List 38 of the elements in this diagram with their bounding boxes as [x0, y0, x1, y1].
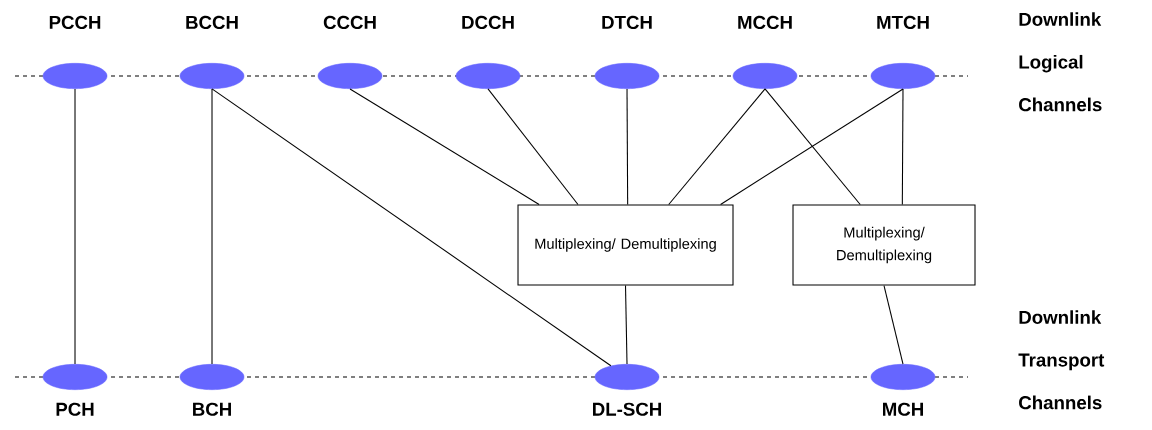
connector-line [668, 88, 766, 205]
node-label: DCCH [462, 15, 514, 30]
connector-line [624, 285, 628, 365]
process-box: Multiplexing/ Demultiplexing [792, 204, 976, 286]
connector-line [211, 88, 213, 365]
node-label: BCCH [186, 15, 238, 30]
node-label: MCCH [738, 15, 792, 30]
connector-line [487, 88, 579, 205]
channel-node: PCH [42, 364, 108, 416]
channel-node: MCCH [732, 15, 798, 89]
node-label: BCH [193, 402, 231, 416]
process-box: Multiplexing/ Demultiplexing [517, 204, 734, 286]
node-label: MCH [883, 402, 924, 416]
channel-node: DCCH [455, 15, 521, 89]
connector-line [626, 88, 629, 205]
node-label: MTCH [877, 15, 929, 30]
channel-node: MCH [870, 364, 936, 416]
connector-line [720, 88, 904, 205]
channel-node: MTCH [870, 15, 936, 89]
connector-line [901, 88, 904, 205]
node-label: PCCH [49, 15, 101, 30]
node-label: DTCH [602, 15, 652, 30]
connector-line [349, 88, 540, 205]
channel-node: BCH [179, 364, 245, 416]
channel-node: DL-SCH [593, 364, 661, 416]
node-label: DL-SCH [593, 402, 662, 416]
connector-line [74, 88, 76, 365]
connector-line [883, 285, 904, 365]
channel-node: PCCH [42, 15, 108, 89]
channel-node: BCCH [179, 15, 245, 89]
channel-node: DTCH [594, 15, 660, 89]
node-label: CCCH [323, 15, 376, 30]
layer-label: Downlink Logical Channels [1019, 12, 1102, 112]
connector-line [211, 88, 612, 367]
node-label: PCH [56, 402, 94, 416]
connector-line [764, 88, 861, 205]
layer-label: Downlink Transport Channels [1018, 310, 1105, 410]
channel-node: CCCH [317, 15, 383, 89]
